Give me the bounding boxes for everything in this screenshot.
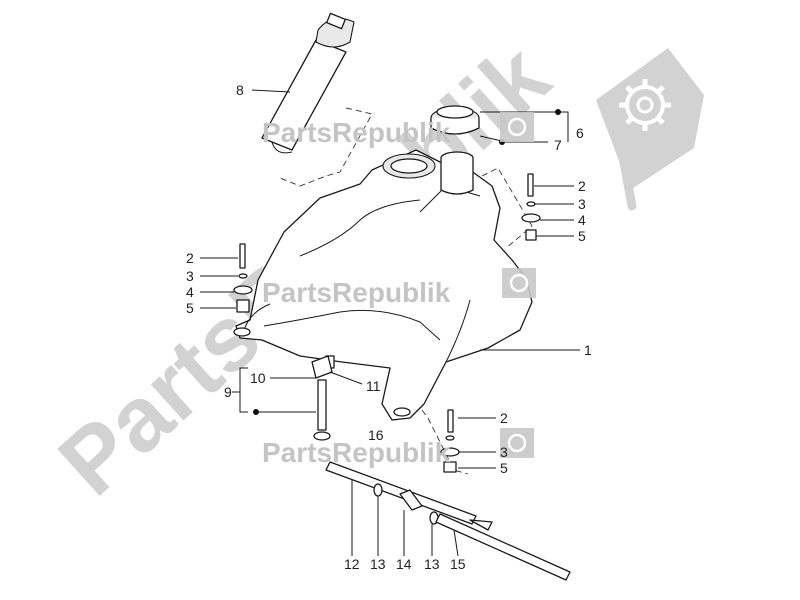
gear-icon xyxy=(509,273,529,293)
part-valve xyxy=(311,355,333,441)
part-fuel-tank xyxy=(233,149,533,421)
callout-label: 4 xyxy=(578,212,586,228)
callout-label: 2 xyxy=(578,178,586,194)
watermark-banner-top: PartsRepublik xyxy=(262,112,534,148)
callout-label: 1 xyxy=(584,342,592,358)
callout-label: 14 xyxy=(396,556,412,572)
callout-label: 8 xyxy=(236,82,244,98)
callout-label: 5 xyxy=(578,228,586,244)
callout-label: 2 xyxy=(186,250,194,266)
callout-label: 9 xyxy=(224,384,232,400)
callout-label: 2 xyxy=(500,410,508,426)
watermark-banner-middle: PartsRepublik xyxy=(262,268,536,308)
callout-label: 15 xyxy=(450,556,466,572)
callout-label: 13 xyxy=(424,556,440,572)
part-hoses xyxy=(325,461,571,581)
callout-label: 3 xyxy=(500,444,508,460)
watermark-banner-text: PartsRepublik xyxy=(262,437,451,468)
callout-label: 4 xyxy=(186,284,194,300)
watermark-banner-bottom: PartsRepublik xyxy=(262,428,534,468)
callout-label: 5 xyxy=(186,300,194,316)
callout-labels: 8 6 7 2 3 4 5 2 3 4 5 1 10 9 11 16 2 3 5… xyxy=(186,82,592,572)
watermark-banner-text: PartsRepublik xyxy=(262,117,451,148)
hardware-left xyxy=(233,243,253,313)
part-fuel-pump xyxy=(261,12,355,154)
gear-icon xyxy=(507,117,527,137)
callout-label: 13 xyxy=(370,556,386,572)
callout-label: 5 xyxy=(500,460,508,476)
callout-label: 7 xyxy=(554,137,562,153)
gear-icon xyxy=(507,433,527,453)
callout-label: 6 xyxy=(576,125,584,141)
callout-label: 16 xyxy=(368,427,384,443)
callout-label: 3 xyxy=(186,268,194,284)
callout-label: 12 xyxy=(344,556,360,572)
gear-icon xyxy=(619,79,671,131)
callout-label: 3 xyxy=(578,196,586,212)
callout-label: 10 xyxy=(250,370,266,386)
hardware-right xyxy=(521,173,541,241)
watermark-flag-icon xyxy=(596,48,704,211)
watermark-banner-text: PartsRepublik xyxy=(262,277,451,308)
callout-label: 11 xyxy=(366,378,381,394)
part-fuel-cap xyxy=(430,105,480,135)
